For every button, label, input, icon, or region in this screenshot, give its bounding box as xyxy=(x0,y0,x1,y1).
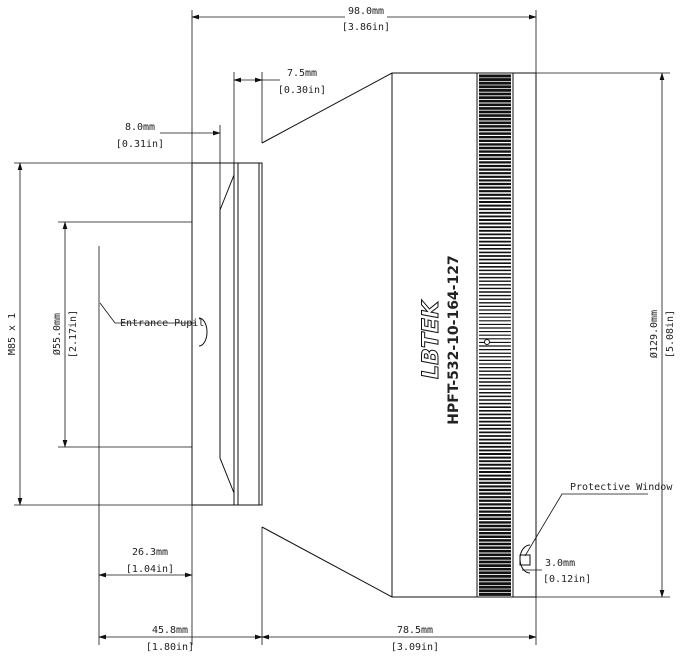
window-thickness-in: [0.12in] xyxy=(543,574,591,585)
body-diameter-mm: Ø129.0mm xyxy=(648,310,660,358)
front-to-body-mm: 45.8mm xyxy=(152,625,188,636)
extension-lines xyxy=(14,10,670,645)
aperture-in: [2.17in] xyxy=(68,310,79,358)
knurl-ring xyxy=(476,72,514,598)
dimension-texts: 98.0mm [3.86in] 7.5mm [0.30in] 8.0mm [0.… xyxy=(7,6,676,653)
body-length-mm: 78.5mm xyxy=(397,625,433,636)
thread-label: M85 x 1 xyxy=(7,313,18,355)
front-width-in: [0.31in] xyxy=(116,139,164,150)
flange-width-in: [0.30in] xyxy=(278,85,326,96)
lens-outline xyxy=(191,72,537,598)
dimension-lines xyxy=(17,14,665,640)
body-length-in: [3.09in] xyxy=(391,642,439,653)
pupil-distance-mm: 26.3mm xyxy=(132,547,168,558)
window-thickness-mm: 3.0mm xyxy=(545,558,575,569)
brand-logo: LBTEK xyxy=(419,299,444,379)
front-to-body-in: [1.80in] xyxy=(146,642,194,653)
entrance-pupil-label: Entrance Pupil xyxy=(120,318,204,329)
entrance-pupil-mark xyxy=(198,317,208,347)
protective-window-label: Protective Window xyxy=(570,482,673,493)
body-diameter-in: [5.08in] xyxy=(665,310,676,358)
front-width-mm: 8.0mm xyxy=(125,122,155,133)
overall-length-mm: 98.0mm xyxy=(348,6,384,17)
protective-window xyxy=(519,544,531,574)
pupil-distance-in: [1.04in] xyxy=(126,564,174,575)
aperture-mm: Ø55.0mm xyxy=(51,313,63,355)
flange-width-mm: 7.5mm xyxy=(287,68,317,79)
lens-marking: LBTEK HPFT-532-10-164-127 xyxy=(419,255,463,424)
overall-length-in: [3.86in] xyxy=(342,22,390,33)
model-number: HPFT-532-10-164-127 xyxy=(446,255,462,424)
